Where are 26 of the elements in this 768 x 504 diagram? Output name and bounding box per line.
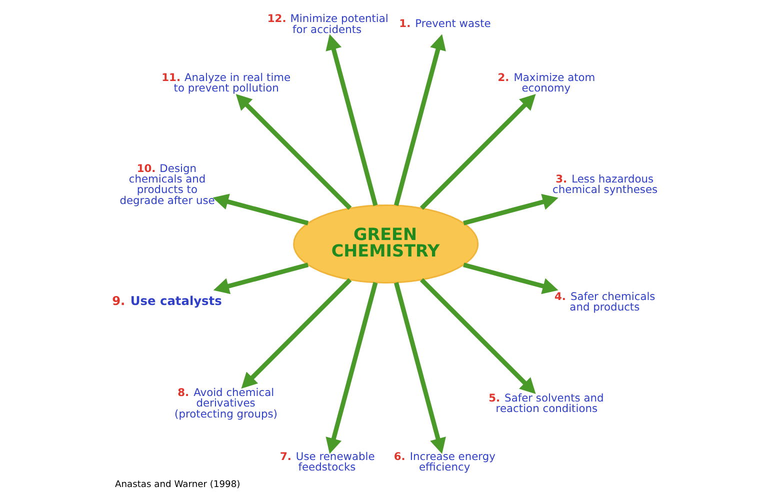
node-text: 1. Prevent waste <box>398 17 490 30</box>
node-text: 2. Maximize atom economy <box>497 70 595 95</box>
node-ellipse: GREEN CHEMISTRY <box>292 204 478 284</box>
arrow <box>212 194 308 226</box>
node-text: 7. Use renewable feedstocks <box>279 450 374 474</box>
caption: Anastas and Warner (1998) <box>114 480 240 490</box>
node-text: 9. Use catalysts <box>112 294 222 308</box>
node-text: 3. Less hazardous chemical syntheses <box>552 172 658 196</box>
arrow <box>325 282 378 454</box>
arrow <box>212 262 308 294</box>
node-text: 5. Safer solvents and reaction conditions <box>488 391 604 416</box>
arrow <box>393 34 446 206</box>
node-text: 8. Avoid chemical derivatives (protecting groups) <box>174 386 277 420</box>
node-text: 12. Minimize potential for accidents <box>266 12 388 36</box>
arrow <box>235 94 352 210</box>
arrow <box>462 262 558 294</box>
node-text: 6. Increase energy efficiency <box>393 450 495 474</box>
node-text: 11. Analyze in real time to prevent pollution <box>161 70 290 95</box>
node-text: 10. Design chemicals and products to degrade after use <box>119 162 214 207</box>
arrow <box>325 34 378 206</box>
arrow <box>462 194 558 226</box>
arrow <box>393 282 446 454</box>
arrow <box>240 278 352 389</box>
node-text: 4. Safer chemicals and products <box>554 290 655 314</box>
arrow <box>419 278 536 394</box>
arrow <box>419 94 536 210</box>
